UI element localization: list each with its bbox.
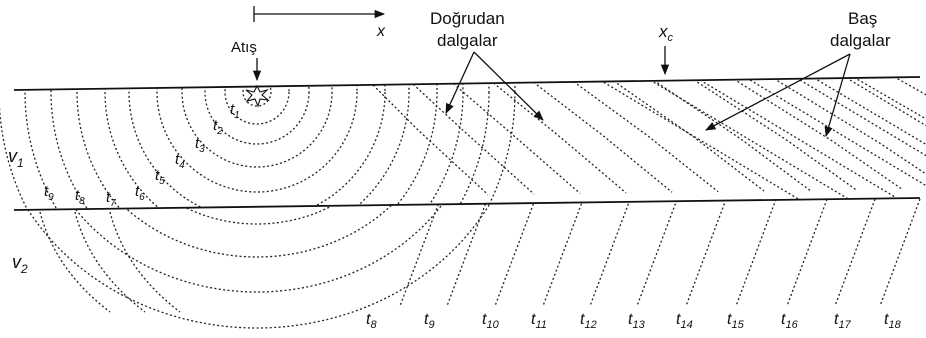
- head-wavefront-10: [729, 77, 903, 190]
- head-waves-label-line2: dalgalar: [830, 31, 891, 50]
- time-label-bottom-13: t13: [628, 311, 646, 331]
- head-diagonal-3: [699, 79, 901, 201]
- head-wavefront-12: [809, 77, 926, 189]
- head-diagonal-5: [799, 79, 926, 201]
- time-label-bottom-14: t14: [676, 311, 693, 331]
- wavefront-upper-5: [156, 77, 358, 193]
- time-label-bottom-11: t11: [531, 311, 547, 331]
- time-label-upper-9: t9: [44, 183, 54, 203]
- x-axis-label: x: [376, 23, 386, 40]
- head-diagonal-1: [599, 79, 801, 201]
- time-label-bottom-16: t16: [781, 311, 799, 331]
- wavefront-upper-7: [104, 77, 410, 210]
- wavefront-upper-2: [224, 77, 290, 125]
- time-label-upper-7: t7: [106, 189, 116, 209]
- head-wavefront-8: [649, 77, 811, 191]
- time-label-bottom-8: t8: [366, 311, 377, 331]
- upper-time-labels: t1 t2 t3 t4 t5 t6 t7 t8 t9: [44, 101, 240, 209]
- wavefront-upper-3: [204, 77, 310, 145]
- head-waves-label-line1: Baş: [848, 9, 877, 28]
- head-waves-arrow-1: [705, 53, 851, 131]
- head-diagonal-6: [849, 79, 926, 201]
- shot-label: Atış: [231, 39, 257, 56]
- wavefront-upper-6: [128, 77, 386, 210]
- wavefront-lower-left-3: [109, 211, 181, 313]
- time-label-bottom-10: t10: [482, 311, 500, 331]
- direct-waves-label-line2: dalgalar: [437, 31, 498, 50]
- direct-waves-annotation: Doğrudan dalgalar: [430, 9, 544, 121]
- head-wavefront-6: [569, 78, 719, 193]
- wavefront-lower-line-6: [636, 199, 678, 307]
- time-label-upper-2: t2: [213, 117, 223, 137]
- direct-waves-arrow-2: [473, 51, 544, 121]
- head-wavefronts: [369, 77, 926, 201]
- head-wavefront-9: [689, 77, 857, 191]
- wavefront-upper-11: [0, 77, 516, 210]
- explosion-icon: [245, 84, 270, 108]
- wavefront-upper-10: [24, 77, 490, 210]
- wavefront-lower-line-8: [735, 199, 777, 307]
- v2-label: v2: [12, 252, 28, 276]
- time-label-upper-1: t1: [230, 101, 240, 121]
- time-label-upper-5: t5: [155, 167, 165, 187]
- wavefront-lower-2: [71, 198, 443, 258]
- wavefront-lower-line-10: [834, 198, 876, 307]
- wavefront-upper-9: [50, 77, 464, 210]
- head-wavefront-1: [369, 81, 489, 196]
- head-waves-annotation: Baş dalgalar: [705, 9, 891, 137]
- wavefront-lower-line-11: [879, 198, 921, 307]
- head-diagonal-2: [649, 79, 851, 201]
- upper-layer-wavefronts: [0, 77, 516, 210]
- layer-interface-line: [13, 197, 921, 211]
- wavefront-lower-line-4: [542, 199, 584, 307]
- head-wavefront-3: [449, 80, 581, 194]
- direct-waves-arrow-1: [445, 51, 475, 114]
- wavefront-upper-1: [242, 77, 272, 107]
- wavefront-lower-3: [32, 198, 482, 293]
- crossover-distance-annotation: xc: [658, 22, 674, 76]
- wavefront-upper-8: [76, 77, 438, 210]
- wavefront-lower-1: [108, 198, 406, 225]
- time-label-bottom-12: t12: [580, 311, 597, 331]
- head-wavefront-5: [529, 79, 673, 193]
- wavefront-lower-left-2: [74, 211, 146, 313]
- bottom-time-labels: t8 t9 t10 t11 t12 t13 t14 t15 t16 t17 t18: [366, 311, 902, 331]
- wavefront-lower-line-5: [589, 199, 631, 307]
- head-wavefront-11: [769, 77, 926, 190]
- wavefront-lower-line-2: [446, 199, 488, 307]
- head-wavefront-7: [609, 77, 765, 192]
- time-label-upper-8: t8: [75, 187, 85, 207]
- time-label-bottom-15: t15: [727, 311, 745, 331]
- time-label-bottom-9: t9: [424, 311, 435, 331]
- wavefront-lower-4: [0, 198, 522, 329]
- direct-waves-label-line1: Doğrudan: [430, 9, 505, 28]
- shot-point: Atış: [231, 39, 270, 108]
- time-label-upper-4: t4: [175, 151, 185, 171]
- head-waves-arrow-2: [824, 53, 851, 137]
- wavefront-lower-line-1: [399, 199, 441, 307]
- wavefront-lower-line-3: [494, 199, 536, 307]
- wavefront-lower-line-9: [786, 198, 828, 307]
- v1-label: v1: [8, 146, 24, 170]
- wavefront-lower-left-1: [39, 211, 111, 313]
- ground-surface-line: [13, 76, 921, 91]
- x-axis-indicator: x: [253, 6, 386, 40]
- head-diagonal-4: [749, 79, 926, 201]
- head-wavefront-4: [489, 79, 627, 194]
- wavefront-lower-line-7: [685, 199, 727, 307]
- time-label-upper-3: t3: [195, 135, 205, 155]
- wavefront-upper-4: [181, 77, 333, 168]
- lower-layer-wavefronts: [0, 198, 921, 329]
- xc-label: xc: [658, 22, 674, 44]
- time-label-upper-6: t6: [135, 183, 145, 203]
- time-label-bottom-17: t17: [834, 311, 852, 331]
- time-label-bottom-18: t18: [884, 311, 902, 331]
